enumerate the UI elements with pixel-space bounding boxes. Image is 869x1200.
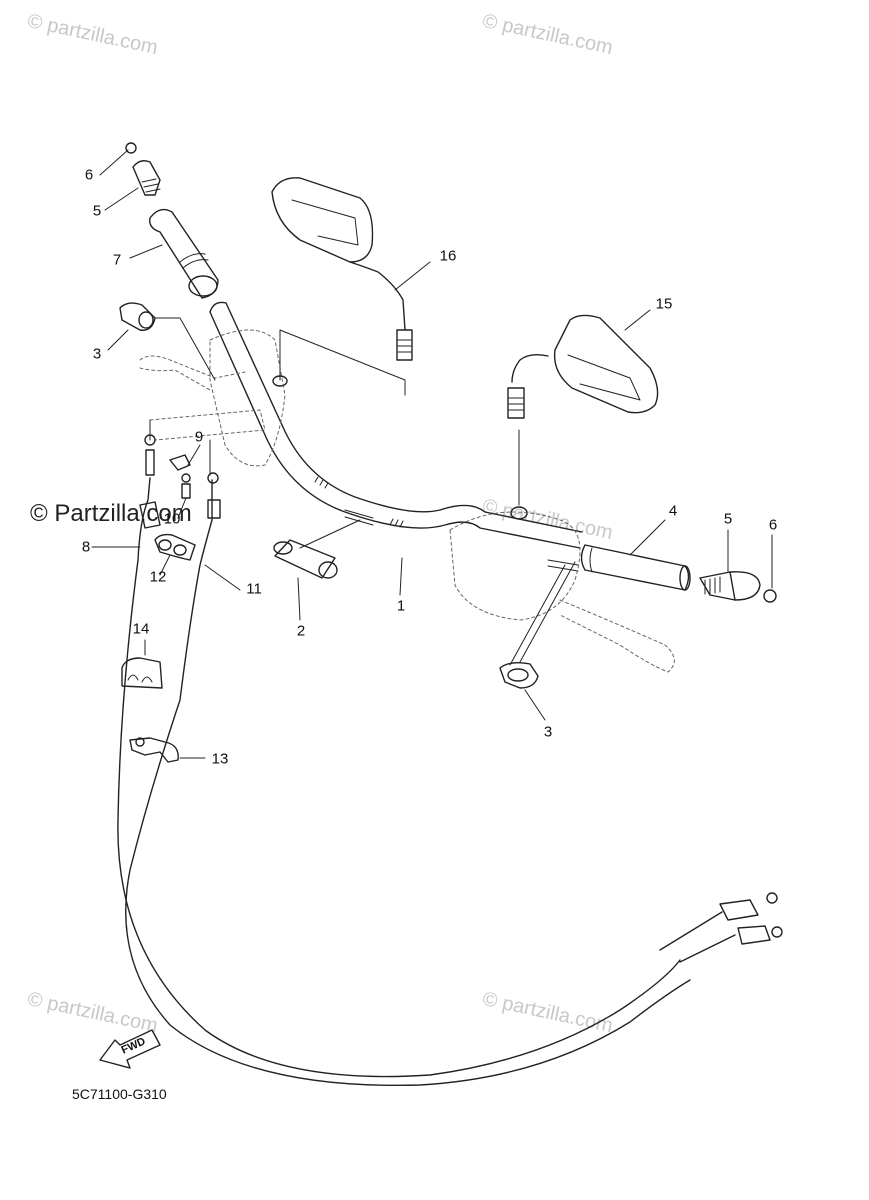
handlebar	[209, 301, 583, 549]
mirror-left	[271, 177, 413, 361]
clamp-12	[154, 533, 196, 561]
callout-12: 12	[149, 568, 167, 586]
right-lever	[449, 511, 675, 673]
part-code: 5C71100-G310	[72, 1086, 167, 1102]
bar-end-left	[125, 142, 161, 196]
cable-ends	[139, 434, 221, 529]
callout-4: 4	[668, 502, 678, 520]
callout-5-left: 5	[92, 202, 102, 220]
callout-15: 15	[655, 295, 673, 313]
callout-3-right: 3	[543, 723, 553, 741]
callout-3-left: 3	[92, 345, 102, 363]
callout-6-left: 6	[84, 166, 94, 184]
callout-16: 16	[439, 247, 457, 265]
callout-13: 13	[211, 750, 229, 768]
callout-6-right: 6	[768, 516, 778, 534]
callout-11: 11	[246, 580, 262, 598]
callout-14: 14	[132, 620, 150, 638]
mirror-right	[507, 314, 659, 419]
clamp-14	[121, 657, 163, 689]
holder-right	[499, 661, 539, 689]
fwd-arrow	[99, 1029, 161, 1069]
cables	[117, 477, 783, 1087]
callout-8: 8	[81, 538, 91, 556]
bar-end-right	[699, 571, 777, 603]
left-lever	[139, 329, 286, 467]
handlebar-bushing	[273, 539, 338, 579]
callout-7: 7	[112, 251, 122, 269]
left-grip	[149, 208, 219, 299]
leader-lines	[91, 149, 773, 759]
callout-9: 9	[194, 428, 204, 446]
throttle-grip	[547, 544, 691, 591]
hardware-9-10	[169, 454, 191, 499]
callout-5-right: 5	[723, 510, 733, 528]
callout-2: 2	[296, 622, 306, 640]
holder-left	[119, 302, 156, 331]
watermark-strong: © Partzilla.com	[30, 500, 192, 527]
callout-1: 1	[396, 597, 406, 615]
callout-10: 10	[163, 510, 181, 528]
clamp-13	[129, 737, 179, 763]
